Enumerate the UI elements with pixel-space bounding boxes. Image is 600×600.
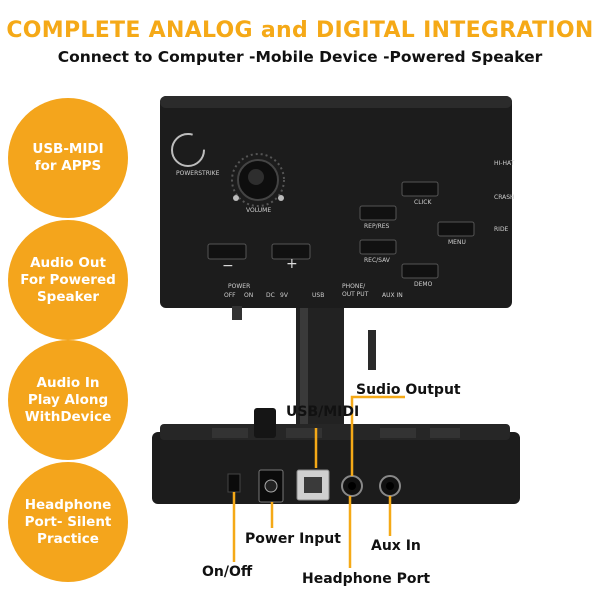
aux-in-callout: Aux In bbox=[371, 538, 421, 554]
page-title: COMPLETE ANALOG and DIGITAL INTEGRATION bbox=[6, 18, 594, 43]
feature-headphone: Headphone Port- Silent Practice bbox=[8, 462, 128, 582]
click-label: CLICK bbox=[414, 199, 432, 206]
volume-plus-icon bbox=[278, 195, 284, 201]
phone-out-label: PHONE/ OUT PUT bbox=[342, 283, 369, 298]
power-switch-top bbox=[232, 306, 242, 320]
aux-in-panel-label: AUX IN bbox=[382, 292, 403, 299]
menu-button bbox=[437, 221, 475, 237]
volume-minus-icon bbox=[233, 195, 239, 201]
rep-res-button bbox=[359, 205, 397, 221]
on-label: ON bbox=[244, 292, 254, 299]
top-module bbox=[160, 96, 512, 308]
rec-sav-button bbox=[359, 239, 397, 255]
callout-lines bbox=[232, 395, 405, 568]
side-label-hihat: HI-HAT bbox=[494, 160, 515, 167]
demo-button bbox=[401, 263, 439, 279]
side-label-crash: CRASH bbox=[494, 194, 515, 201]
feature-headphone-label: Headphone Port- Silent Practice bbox=[24, 496, 112, 547]
feature-usb-midi-label: USB-MIDI for APPS bbox=[32, 141, 104, 174]
feature-audio-out-label: Audio Out For Powered Speaker bbox=[20, 254, 116, 305]
feature-audio-in-label: Audio In Play Along WithDevice bbox=[24, 374, 112, 425]
side-label-ride: RIDE bbox=[494, 226, 509, 233]
feature-audio-out: Audio Out For Powered Speaker bbox=[8, 220, 128, 340]
9v-label: 9V bbox=[280, 292, 288, 299]
demo-label: DEMO bbox=[414, 281, 433, 288]
plus-label: + bbox=[286, 256, 298, 272]
power-label: POWER bbox=[228, 283, 251, 290]
click-button bbox=[401, 181, 439, 197]
plus-button bbox=[271, 243, 311, 260]
minus-button bbox=[207, 243, 247, 260]
dc-label: DC bbox=[266, 292, 275, 299]
minus-label: − bbox=[222, 258, 234, 274]
rep-res-label: REP/RES bbox=[364, 223, 390, 230]
page-subtitle: Connect to Computer -Mobile Device -Powe… bbox=[57, 48, 543, 66]
volume-label: VOLUME bbox=[246, 207, 272, 214]
bottom-module bbox=[152, 432, 520, 504]
off-label: OFF bbox=[224, 292, 236, 299]
power-input-callout: Power Input bbox=[245, 531, 341, 547]
brand-logo-icon bbox=[171, 133, 205, 167]
usb-midi-callout: USB/MIDI bbox=[286, 404, 360, 420]
on-off-switch bbox=[227, 473, 241, 493]
on-off-callout: On/Off bbox=[202, 564, 253, 580]
rec-sav-label: REC/SAV bbox=[364, 257, 390, 264]
usb-label: USB bbox=[312, 292, 325, 299]
menu-label: MENU bbox=[448, 239, 466, 246]
feature-audio-in: Audio In Play Along WithDevice bbox=[8, 340, 128, 460]
feature-usb-midi: USB-MIDI for APPS bbox=[8, 98, 128, 218]
headphone-port-callout: Headphone Port bbox=[302, 571, 431, 587]
audio-output-callout: Sudio Output bbox=[356, 382, 461, 398]
brand-label: POWERSTRIKE bbox=[176, 170, 220, 177]
